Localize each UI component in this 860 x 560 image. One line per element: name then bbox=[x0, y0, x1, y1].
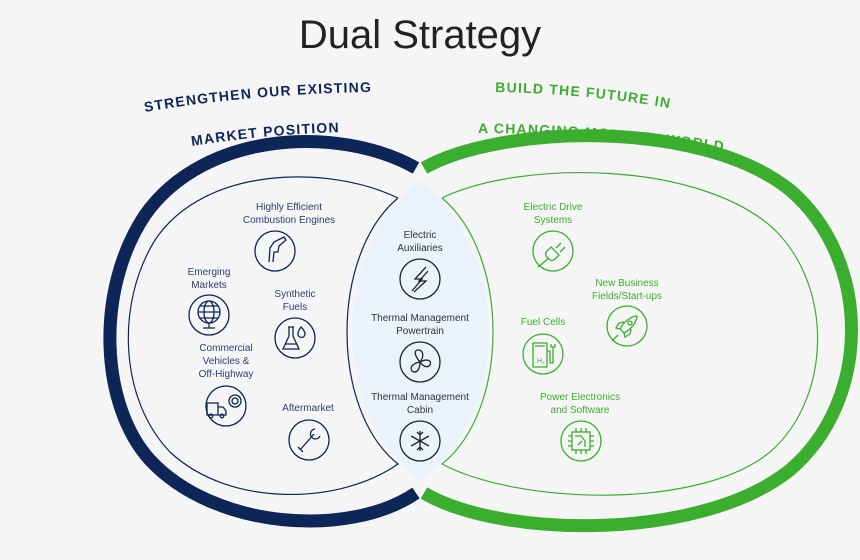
item-label: Power Electronics bbox=[540, 392, 620, 403]
fuel-nozzle-icon bbox=[254, 230, 296, 272]
item-label: Electric bbox=[404, 230, 437, 241]
right-outer-ring bbox=[420, 129, 858, 533]
item-label: Commercial bbox=[199, 343, 252, 354]
item-label: Aftermarket bbox=[282, 403, 334, 414]
right-heading-line1: BUILD THE FUTURE IN bbox=[495, 79, 673, 111]
item-power-electronics: Power Electronics and Software bbox=[540, 392, 620, 462]
lightning-icon bbox=[399, 258, 441, 300]
item-electric-auxiliaries: Electric Auxiliaries bbox=[397, 230, 443, 300]
item-fuel-cells: Fuel Cells H₂ bbox=[521, 317, 565, 375]
item-synthetic-fuels: Synthetic Fuels bbox=[274, 289, 316, 359]
item-label: Fuel Cells bbox=[521, 317, 565, 328]
item-label: Electric Drive bbox=[524, 202, 583, 213]
item-label: and Software bbox=[551, 405, 610, 416]
rocket-icon bbox=[606, 305, 648, 347]
item-label: Emerging bbox=[188, 267, 231, 278]
item-label: Fuels bbox=[283, 302, 307, 313]
plug-icon bbox=[532, 230, 574, 272]
item-label: Combustion Engines bbox=[243, 215, 335, 226]
item-label: Synthetic bbox=[274, 289, 315, 300]
left-heading-line1: STRENGTHEN OUR EXISTING bbox=[143, 79, 373, 115]
item-label: Off-Highway bbox=[199, 369, 254, 380]
left-outer-ring bbox=[103, 135, 420, 528]
item-label: Fields/Start-ups bbox=[592, 291, 662, 302]
item-label: Cabin bbox=[407, 405, 433, 416]
page-title: Dual Strategy bbox=[299, 13, 541, 57]
chip-icon bbox=[560, 420, 602, 462]
item-new-business: New Business Fields/Start-ups bbox=[592, 278, 662, 347]
item-aftermarket: Aftermarket bbox=[282, 403, 334, 461]
fan-icon bbox=[399, 341, 441, 383]
right-heading-line1-text: BUILD THE FUTURE IN bbox=[495, 79, 671, 111]
item-label: Markets bbox=[191, 280, 227, 291]
wrench-icon bbox=[288, 419, 330, 461]
item-label: Powertrain bbox=[396, 326, 444, 337]
item-combustion-engines: Highly Efficient Combustion Engines bbox=[243, 202, 335, 272]
hydrogen-pump-icon: H₂ bbox=[522, 333, 564, 375]
left-heading-line1-text: STRENGTHEN OUR EXISTING bbox=[143, 79, 371, 115]
item-thermal-cabin: Thermal Management Cabin bbox=[371, 392, 469, 462]
item-commercial-vehicles: Commercial Vehicles & Off-Highway bbox=[199, 343, 254, 427]
item-label: Auxiliaries bbox=[397, 243, 443, 254]
truck-icon bbox=[205, 385, 247, 427]
item-emerging-markets: Emerging Markets bbox=[188, 267, 231, 336]
item-thermal-powertrain: Thermal Management Powertrain bbox=[371, 313, 469, 383]
item-label: Vehicles & bbox=[203, 356, 250, 367]
snowflake-icon bbox=[399, 420, 441, 462]
item-label: Thermal Management bbox=[371, 313, 469, 324]
h2-glyph: H₂ bbox=[537, 358, 545, 365]
overlap-lens bbox=[352, 180, 489, 482]
right-inner-circle bbox=[440, 172, 819, 496]
item-label: New Business bbox=[595, 278, 658, 289]
left-inner-circle bbox=[127, 176, 399, 496]
item-label: Systems bbox=[534, 215, 572, 226]
globe-icon bbox=[188, 294, 230, 336]
item-label: Highly Efficient bbox=[256, 202, 322, 213]
item-electric-drive: Electric Drive Systems bbox=[524, 202, 583, 272]
flask-drop-icon bbox=[274, 317, 316, 359]
item-label: Thermal Management bbox=[371, 392, 469, 403]
